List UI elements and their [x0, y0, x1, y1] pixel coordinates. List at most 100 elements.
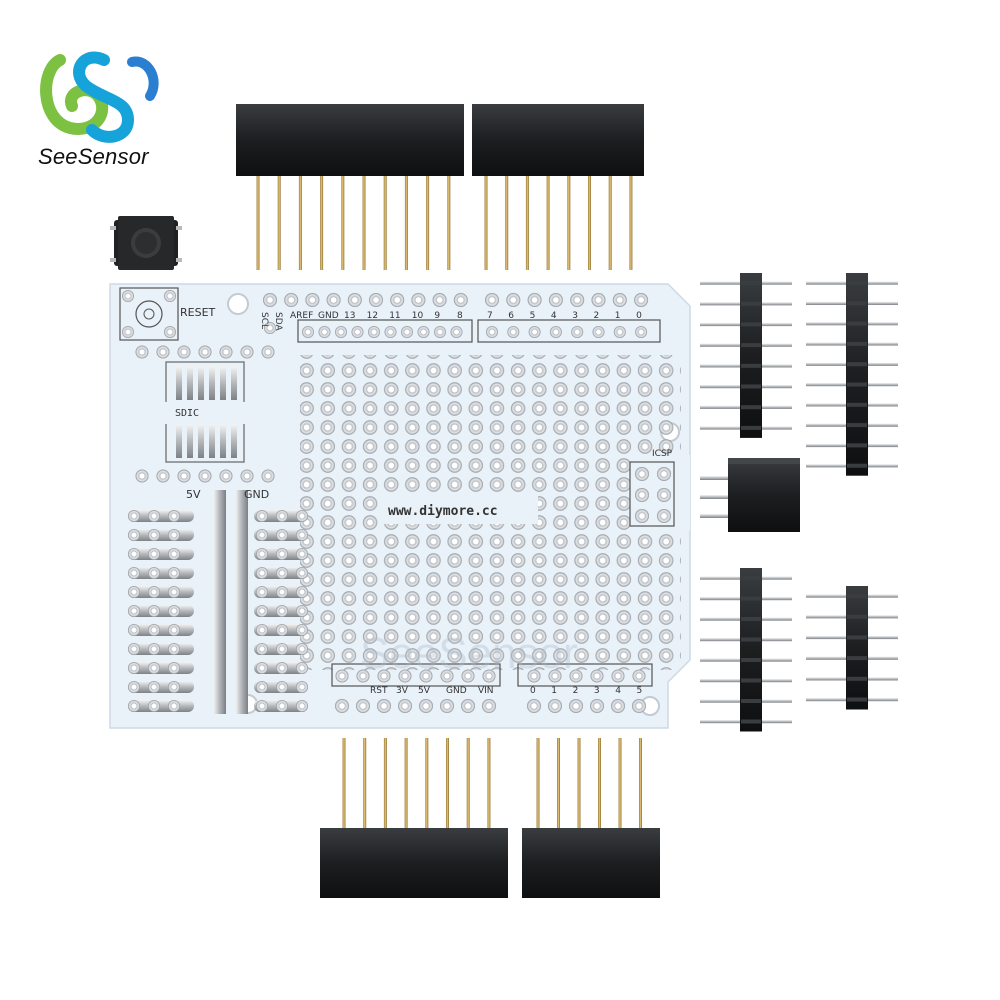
- pad: [156, 345, 170, 359]
- male-header-body: [740, 568, 762, 732]
- analog-pin-label: 3: [594, 686, 600, 696]
- soic-pad: [231, 366, 237, 400]
- soic-pad: [220, 424, 226, 458]
- digital-pin-label: 12: [367, 311, 378, 321]
- pad: [148, 548, 160, 560]
- digital-pin-label: 11: [389, 311, 400, 321]
- header-pin: [639, 738, 642, 828]
- pad: [326, 293, 341, 307]
- male-header-notch: [847, 656, 867, 661]
- pad: [296, 510, 308, 522]
- pad: [261, 469, 275, 483]
- digital-pin-label: 6: [508, 311, 514, 321]
- male-header-body: [846, 586, 868, 710]
- male-header-notch: [741, 658, 761, 662]
- header-pin: [298, 176, 302, 270]
- soic-pad: [187, 424, 193, 458]
- power-pin-label: GND: [446, 686, 467, 696]
- male-header-notch: [847, 463, 867, 468]
- pad: [368, 326, 380, 338]
- header-pin: [404, 176, 408, 270]
- pad: [657, 467, 671, 481]
- pad: [263, 293, 277, 307]
- header-pin: [536, 738, 540, 828]
- header-pin: [277, 176, 281, 270]
- male-header-notch: [741, 617, 761, 621]
- 5v-rail-label: 5V: [186, 488, 201, 501]
- pad: [453, 293, 468, 307]
- pad: [527, 699, 541, 713]
- pad: [122, 290, 134, 302]
- pad: [419, 669, 433, 683]
- header-pin: [618, 738, 622, 828]
- reset-label: RESET: [180, 306, 216, 319]
- soic-pad: [176, 366, 182, 400]
- pad: [168, 548, 180, 560]
- pad: [168, 567, 180, 579]
- soic-pad: [198, 366, 204, 400]
- soic-pad: [187, 366, 193, 400]
- pad: [527, 293, 542, 307]
- pad: [128, 548, 140, 560]
- power-pin-label: 3V: [396, 686, 409, 696]
- pad: [569, 699, 583, 713]
- male-header-notch: [741, 322, 761, 327]
- pad: [657, 509, 671, 523]
- pad: [634, 293, 649, 307]
- header-pin: [341, 176, 345, 270]
- pad: [296, 700, 308, 712]
- analog-pin-label: 4: [615, 686, 621, 696]
- pad: [219, 345, 233, 359]
- pad: [128, 529, 140, 541]
- icsp-female-header-2x3: [700, 458, 800, 532]
- pad: [635, 326, 648, 338]
- pad: [256, 605, 268, 617]
- header-pin: [577, 738, 581, 828]
- proto-shield-board: [109, 283, 691, 729]
- pad: [219, 469, 233, 483]
- pad: [318, 326, 331, 338]
- pad: [507, 326, 520, 338]
- male-header-10pin-upper-right: [806, 273, 898, 476]
- pad: [168, 700, 180, 712]
- digital-pin-label: 1: [615, 311, 621, 321]
- male-header-8pin-upper-left: [700, 273, 792, 438]
- male-header-notch: [847, 697, 867, 702]
- pad: [168, 643, 180, 655]
- pad: [384, 326, 397, 338]
- pad: [148, 662, 160, 674]
- male-header-notch: [847, 341, 867, 346]
- pad: [177, 469, 191, 483]
- pad: [548, 669, 562, 683]
- pad: [356, 669, 370, 683]
- pad: [128, 510, 140, 522]
- pad: [377, 699, 391, 713]
- pad: [276, 510, 288, 522]
- pad: [128, 605, 140, 617]
- pad: [482, 669, 496, 683]
- header-pin: [404, 738, 408, 828]
- analog-pin-label: 1: [551, 686, 557, 696]
- male-header-notch: [741, 343, 761, 348]
- digital-pin-label: 13: [344, 311, 355, 321]
- pad: [635, 509, 649, 523]
- header-pin: [557, 738, 560, 828]
- power-pin-label: 5V: [418, 686, 431, 696]
- pad: [256, 510, 268, 522]
- pad: [276, 548, 288, 560]
- header-pin: [383, 176, 387, 270]
- pad: [198, 469, 212, 483]
- pad: [164, 326, 176, 338]
- pad: [296, 548, 308, 560]
- pad: [296, 662, 308, 674]
- pad: [461, 669, 475, 683]
- male-header-notch: [741, 363, 761, 368]
- header-pin: [425, 738, 429, 828]
- digital-pin-label: 5: [530, 311, 536, 321]
- pad: [135, 345, 149, 359]
- male-header-notch: [847, 321, 867, 326]
- pad: [256, 681, 268, 693]
- header-pin: [256, 176, 260, 270]
- digital-pin-label: 4: [551, 311, 557, 321]
- header-pin: [598, 738, 601, 828]
